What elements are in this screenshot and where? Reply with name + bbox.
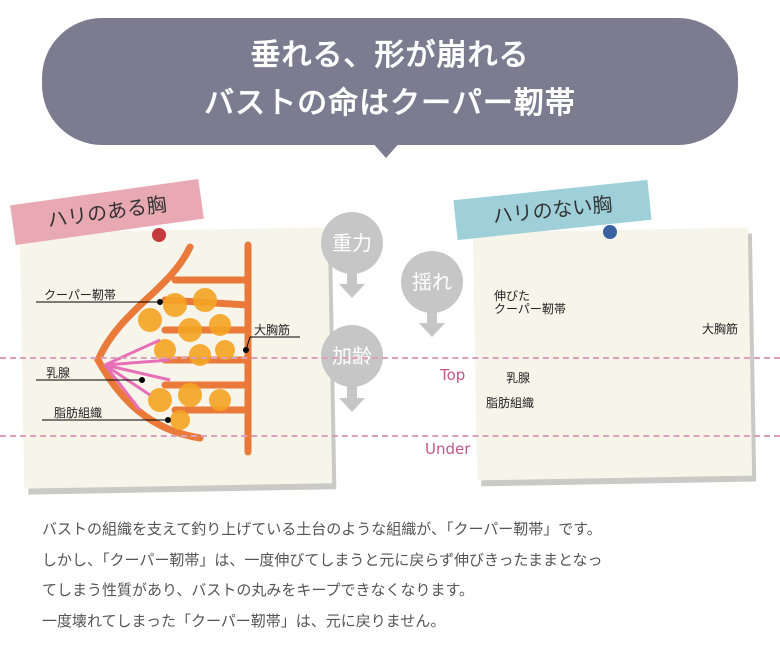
under-label: Under [425,440,471,458]
red-pushpin-icon [152,228,166,242]
under-level-line [0,435,780,437]
top-label: Top [440,366,466,384]
description-line: てしまう性質があり、バストの丸みをキープできなくなります。 [42,581,475,599]
label-stretched-cooper: 伸びた クーパー靭帯 [494,290,566,316]
label-mammary-gland: 乳腺 [46,366,71,380]
label-fat-tissue: 脂肪組織 [54,406,103,420]
label-pectoral-muscle: 大胸筋 [254,323,291,337]
arrow-stem [347,386,357,398]
headline-bubble: 垂れる、形が崩れる バストの命はクーパー靭帯 [42,18,738,145]
bubble-tail [370,140,402,158]
blue-pushpin-icon [603,225,617,239]
down-arrow-icon [339,284,365,298]
label-stretched-line-1: 伸びた [494,289,531,303]
arrow-stem [347,272,357,284]
headline-line-2: バストの命はクーパー靭帯 [204,86,576,121]
headline-line-1: 垂れる、形が崩れる [250,38,530,73]
label-pectoral-muscle-right: 大胸筋 [702,322,739,336]
arrow-stem [427,311,437,323]
down-arrow-icon [339,398,365,412]
description-line: 一度壊れてしまった「クーパー靭帯」は、元に戻りません。 [42,611,446,630]
cause-gravity: 重力 [321,212,383,274]
cause-sway: 揺れ [401,251,463,313]
left-mammary-glands [103,338,171,411]
down-arrow-icon [419,323,445,337]
label-cooper-ligament: クーパー靭帯 [44,288,116,302]
cause-aging: 加齢 [321,325,383,387]
left-fat-lobules [138,288,235,430]
top-level-line [0,357,780,359]
description-line: バストの組織を支えて釣り上げている土台のような組織が、「クーパー靭帯」です。 [42,520,602,538]
label-mammary-gland-right: 乳腺 [506,371,531,385]
description-text: バストの組織を支えて釣り上げている土台のような組織が、「クーパー靭帯」です。 し… [42,514,603,636]
label-stretched-line-2: クーパー靭帯 [494,302,566,316]
right-note-paper [472,227,753,481]
description-line: しかし、「クーパー靭帯」は、一度伸びてしまうと元に戻らず伸びきったままとなっ [42,550,603,569]
label-fat-tissue-right: 脂肪組織 [486,396,535,410]
